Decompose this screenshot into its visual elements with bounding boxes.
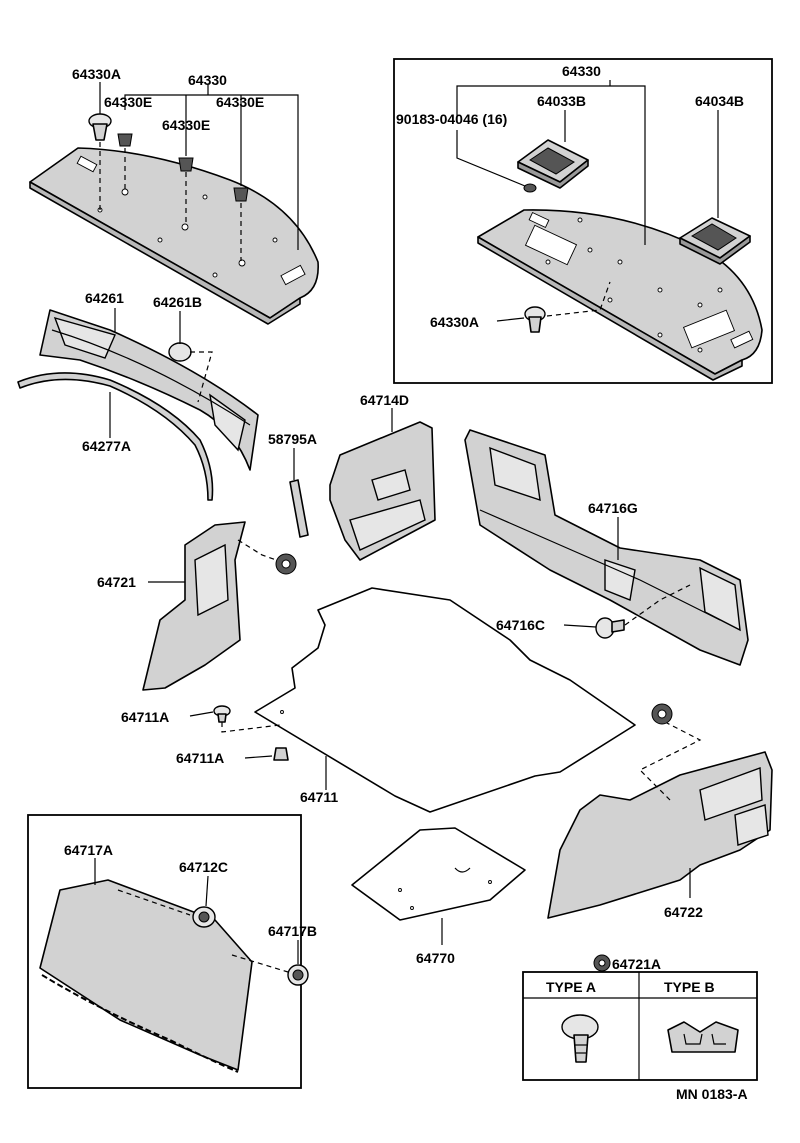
side-trim-64714D xyxy=(329,421,436,561)
label-64722: 64722 xyxy=(664,904,703,920)
package-tray-trim-right xyxy=(477,209,763,381)
clip-64711A-a xyxy=(213,705,231,723)
legend-type-b: TYPE B xyxy=(664,979,715,995)
label-64716C: 64716C xyxy=(496,617,545,633)
legend-table xyxy=(522,971,758,1081)
divider-board-64717A xyxy=(39,879,253,1073)
speaker-cover-64033B xyxy=(517,139,589,189)
clip-64330A-top xyxy=(88,113,112,141)
label-64721: 64721 xyxy=(97,574,136,590)
inset-box-bottom-left xyxy=(27,814,302,1089)
legend-type-a: TYPE A xyxy=(546,979,596,995)
label-64721A: 64721A xyxy=(612,956,661,972)
label-64261B: 64261B xyxy=(153,294,202,310)
label-64330E-a: 64330E xyxy=(104,94,152,110)
drawing-code: MN 0183-A xyxy=(676,1086,748,1102)
label-64714D: 64714D xyxy=(360,392,409,408)
clip-64261B xyxy=(168,342,192,362)
label-64330E-c: 64330E xyxy=(216,94,264,110)
label-58795A: 58795A xyxy=(268,431,317,447)
floor-mat-64711 xyxy=(254,587,636,813)
label-64330A-top: 64330A xyxy=(72,66,121,82)
label-64261: 64261 xyxy=(85,290,124,306)
label-64717A: 64717A xyxy=(64,842,113,858)
grommet-64721A-b xyxy=(651,703,673,725)
weatherstrip-64277A xyxy=(17,372,214,501)
clip-64711A-b xyxy=(273,747,289,761)
inset-box-top-right xyxy=(393,58,773,384)
side-trim-64721 xyxy=(142,521,246,691)
speaker-cover-64034B xyxy=(679,217,751,265)
label-64330E-b: 64330E xyxy=(162,117,210,133)
screw-90183 xyxy=(523,183,537,193)
label-64711: 64711 xyxy=(300,789,338,805)
label-64330-top: 64330 xyxy=(188,72,227,88)
clip-64330E-b xyxy=(178,157,194,172)
clip-64712C xyxy=(192,906,216,928)
clip-64330E-c xyxy=(233,187,249,202)
clip-64717B xyxy=(287,964,309,986)
label-64711A-b: 64711A xyxy=(176,750,224,766)
label-64716G: 64716G xyxy=(588,500,638,516)
clip-64716C xyxy=(595,617,625,639)
label-64033B: 64033B xyxy=(537,93,586,109)
quarter-trim-64261 xyxy=(39,309,259,471)
label-90183: 90183-04046 (16) xyxy=(396,111,507,127)
clip-64330E-a xyxy=(117,133,133,147)
side-trim-64716G xyxy=(464,429,749,666)
label-64330A-box: 64330A xyxy=(430,314,479,330)
floor-mat-64770 xyxy=(351,827,526,921)
type-b-clip-icon xyxy=(667,1021,739,1053)
label-64717B: 64717B xyxy=(268,923,317,939)
strip-58795A xyxy=(289,479,309,538)
label-64330-box: 64330 xyxy=(562,63,601,79)
grommet-64721A-legend xyxy=(593,954,611,972)
label-64712C: 64712C xyxy=(179,859,228,875)
label-64277A: 64277A xyxy=(82,438,131,454)
label-64711A-a: 64711A xyxy=(121,709,169,725)
label-64770: 64770 xyxy=(416,950,455,966)
side-trim-64722 xyxy=(547,751,773,919)
clip-64330A-box xyxy=(524,306,546,333)
label-64034B: 64034B xyxy=(695,93,744,109)
grommet-64721A-a xyxy=(275,553,297,575)
type-a-clip-icon xyxy=(561,1014,599,1063)
